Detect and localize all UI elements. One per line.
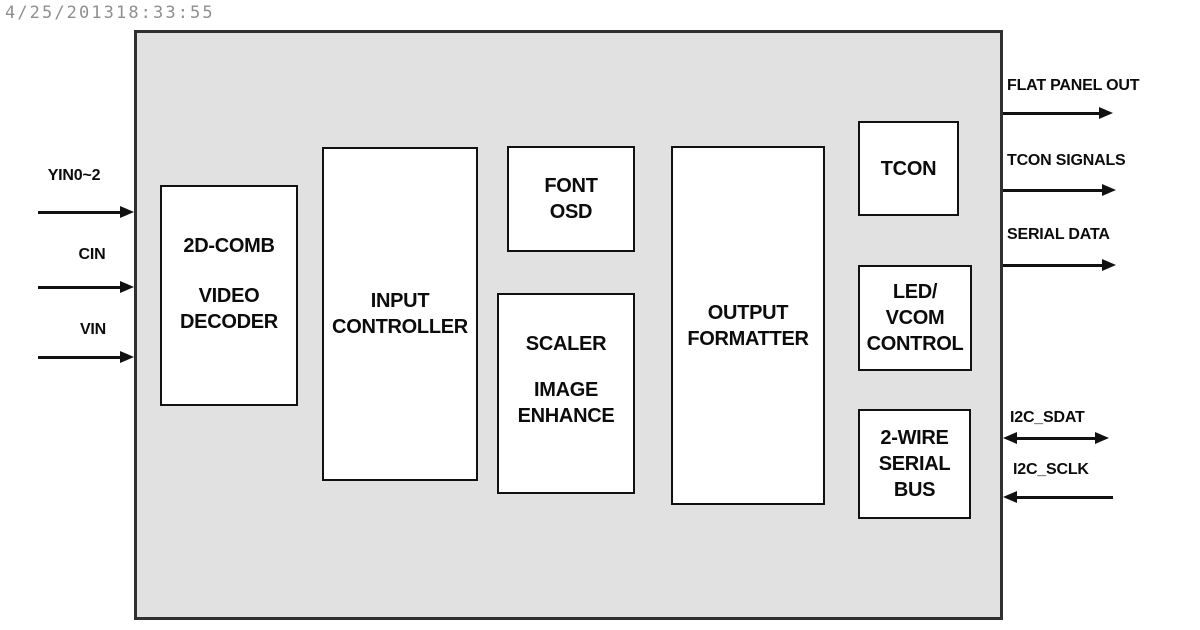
block-label: BUS [893,479,936,501]
pin-label-vin: VIN [79,321,107,338]
arrow-shaft [1003,264,1105,267]
label-gap [229,259,230,283]
output-arrow-serial-data [1003,259,1116,271]
arrowhead-right-icon [120,281,134,293]
output-arrow-tcon-signals [1003,184,1116,196]
block-label: IMAGE [533,379,599,401]
bidirectional-arrow-i2c-sdat [1003,432,1109,444]
block-output-formatter: OUTPUT FORMATTER [671,146,825,505]
block-label: FORMATTER [687,327,809,350]
block-label: OSD [549,201,593,223]
block-font-osd: FONT OSD [507,146,635,252]
input-arrow-yin0-2 [38,206,134,218]
arrowhead-right-icon [1099,107,1113,119]
pin-label-cin: CIN [78,246,106,263]
block-led-vcom-control: LED/ VCOM CONTROL [858,265,972,371]
block-label: FONT [544,175,598,197]
arrow-shaft [1014,496,1113,499]
block-label: OUTPUT [707,301,789,324]
pin-label-i2c-sclk: I2C_SCLK [1013,461,1089,478]
block-label: SERIAL [878,453,951,475]
arrowhead-right-icon [1102,259,1116,271]
arrowhead-right-icon [1095,432,1109,444]
pin-label-serial-data: SERIAL DATA [1007,226,1110,243]
input-arrow-vin [38,351,134,363]
arrow-shaft [38,286,123,289]
block-scaler-image-enhance: SCALER IMAGE ENHANCE [497,293,635,494]
block-label: INPUT [370,290,430,312]
block-label: DECODER [180,311,278,333]
block-label: SCALER [525,333,607,355]
block-label: LED/ [892,281,938,303]
arrow-shaft [38,356,123,359]
block-label: 2D-COMB [183,235,275,257]
block-2-wire-serial-bus: 2-WIRE SERIAL BUS [858,409,971,519]
arrow-shaft [1003,112,1102,115]
timestamp: 4/25/201318:33:55 [5,3,215,23]
block-label: ENHANCE [517,405,615,427]
input-arrow-i2c-sclk [1003,491,1113,503]
arrowhead-right-icon [120,351,134,363]
block-label: TCON [880,157,937,180]
arrowhead-right-icon [1102,184,1116,196]
arrowhead-right-icon [120,206,134,218]
block-video-decoder: 2D-COMB VIDEO DECODER [160,185,298,406]
pin-label-i2c-sdat: I2C_SDAT [1010,409,1085,426]
block-label: CONTROLLER [332,316,468,338]
arrow-shaft [1014,437,1098,440]
block-label: VIDEO [198,285,260,307]
arrowhead-left-icon [1003,432,1017,444]
output-arrow-flat-panel-out [1003,107,1113,119]
label-gap [566,357,567,377]
block-label: VCOM [885,307,945,329]
pin-label-flat-panel-out: FLAT PANEL OUT [1007,77,1140,94]
arrow-shaft [1003,189,1105,192]
block-label: CONTROL [866,333,964,355]
arrow-shaft [38,211,123,214]
input-arrow-cin [38,281,134,293]
block-label: 2-WIRE [880,427,949,449]
block-input-controller: INPUT CONTROLLER [322,147,478,481]
block-tcon: TCON [858,121,959,216]
arrowhead-left-icon [1003,491,1017,503]
pin-label-tcon-signals: TCON SIGNALS [1007,152,1126,169]
pin-label-yin0-2: YIN0~2 [47,167,101,184]
